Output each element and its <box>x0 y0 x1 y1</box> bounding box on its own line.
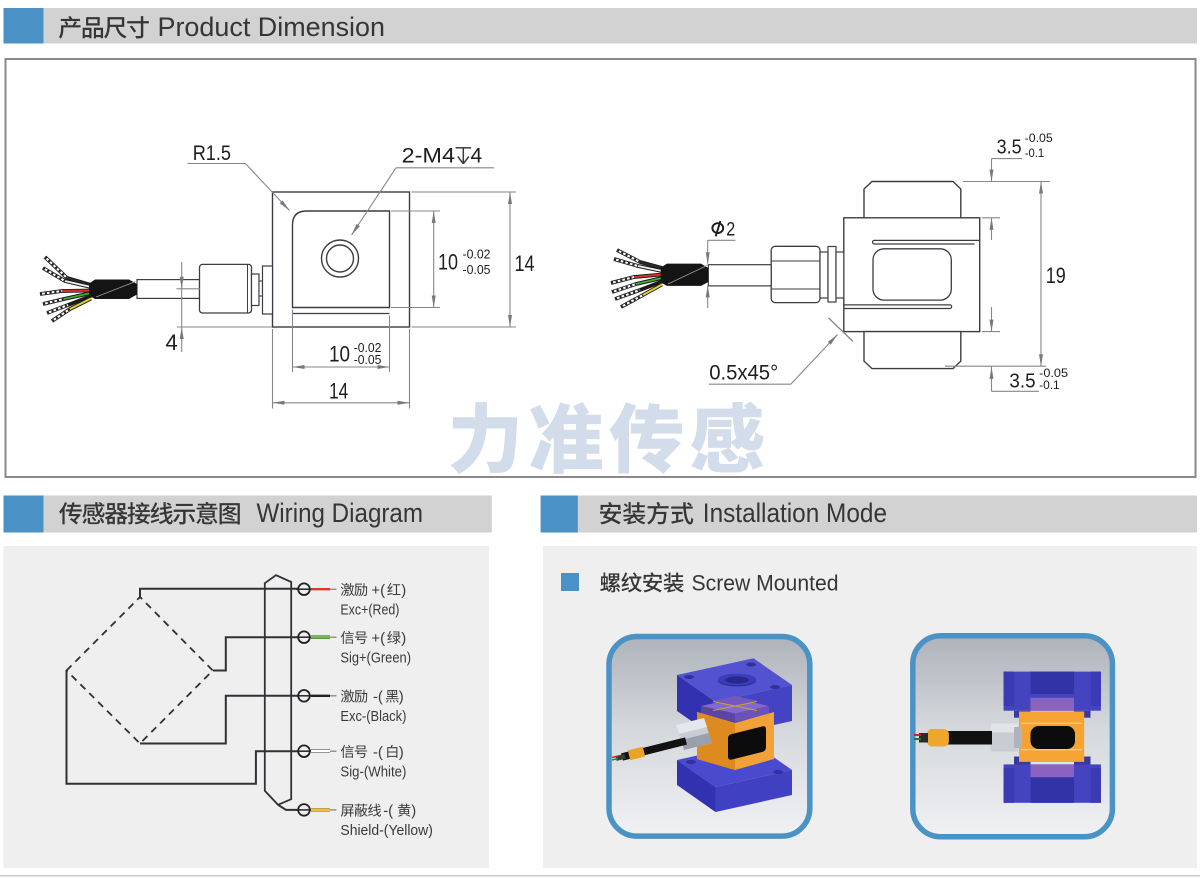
svg-text:4: 4 <box>471 144 483 167</box>
svg-text:Exc-(Black): Exc-(Black) <box>340 708 406 725</box>
svg-text:2-M4: 2-M4 <box>402 144 456 167</box>
svg-text:): ) <box>401 630 406 647</box>
svg-text:Sig+(Green): Sig+(Green) <box>340 649 411 666</box>
svg-text:Installation Mode: Installation Mode <box>703 498 887 528</box>
svg-text:-(: -( <box>373 744 383 761</box>
svg-text:+(: +( <box>371 582 385 599</box>
svg-text:-0.02: -0.02 <box>354 341 382 355</box>
svg-text:19: 19 <box>1046 263 1066 288</box>
svg-text:-0.05: -0.05 <box>1025 133 1053 145</box>
svg-text:10: 10 <box>329 341 350 366</box>
svg-text:Exc+(Red): Exc+(Red) <box>340 601 399 618</box>
svg-text:Sig-(White): Sig-(White) <box>340 763 406 780</box>
svg-text:-0.05: -0.05 <box>354 353 382 367</box>
svg-text:-(: -( <box>383 803 393 820</box>
svg-text:14: 14 <box>515 251 535 276</box>
svg-text:14: 14 <box>329 379 348 404</box>
svg-text:Wiring Diagram: Wiring Diagram <box>257 498 424 528</box>
svg-text:): ) <box>399 688 404 705</box>
svg-text:Screw Mounted: Screw Mounted <box>692 571 839 596</box>
svg-text:+(: +( <box>371 630 385 647</box>
svg-text:4: 4 <box>166 330 178 355</box>
svg-text:-0.02: -0.02 <box>463 248 491 262</box>
svg-text:-0.1: -0.1 <box>1039 380 1060 392</box>
svg-text:): ) <box>399 744 404 761</box>
svg-text:Product Dimension: Product Dimension <box>158 12 386 42</box>
svg-text:R1.5: R1.5 <box>193 142 231 165</box>
svg-text:3.5: 3.5 <box>997 137 1022 159</box>
svg-text:3.5: 3.5 <box>1009 371 1035 393</box>
svg-text:): ) <box>411 803 416 820</box>
svg-text:-(: -( <box>373 688 383 705</box>
svg-text:-0.05: -0.05 <box>463 263 491 277</box>
svg-text:-0.05: -0.05 <box>1039 368 1068 380</box>
svg-text:Shield-(Yellow): Shield-(Yellow) <box>340 822 433 839</box>
svg-text:0.5x45°: 0.5x45° <box>709 361 778 385</box>
svg-text:): ) <box>401 582 406 599</box>
svg-text:2: 2 <box>726 219 735 240</box>
svg-text:10: 10 <box>438 250 458 275</box>
svg-text:-0.1: -0.1 <box>1025 148 1045 160</box>
